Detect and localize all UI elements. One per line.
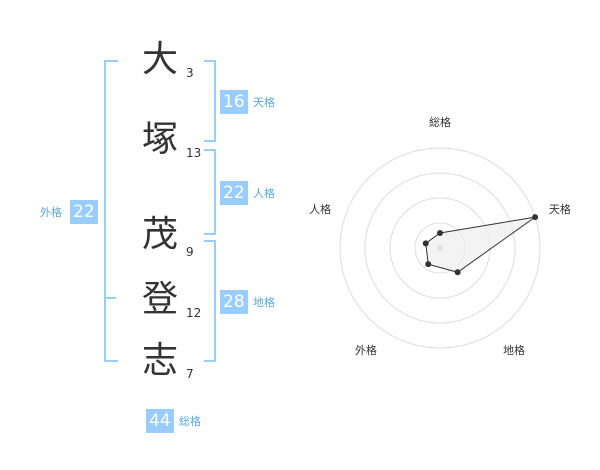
radar-axis-label-2: 地格 [503, 343, 525, 357]
soukaku-label: 総格 [179, 415, 201, 428]
radar-point-4 [422, 240, 429, 247]
name-char-5: 志 [142, 340, 179, 381]
radar-series-area [425, 216, 536, 273]
radar-point-3 [425, 261, 432, 268]
chikaku-value: 28 [220, 290, 248, 314]
chikaku-bracket [204, 240, 216, 362]
radar-axis-label-3: 外格 [355, 343, 377, 357]
name-char-2: 塚 [142, 119, 179, 160]
gaikaku-bracket [104, 60, 118, 362]
gaikaku-value: 22 [70, 200, 98, 224]
name-char-4: 登 [142, 279, 179, 320]
radar-point-0 [437, 230, 443, 236]
stroke-count-1: 3 [186, 66, 194, 80]
chikaku-label: 地格 [253, 296, 275, 309]
radar-axis-label-0: 総格 [429, 115, 451, 129]
jinkaku-bracket [204, 149, 216, 235]
radar-ring-4 [339, 147, 541, 349]
stroke-count-4: 12 [186, 306, 202, 320]
gaikaku-bracket-tick [106, 297, 116, 299]
radar-point-1 [532, 214, 539, 221]
stroke-count-3: 9 [186, 245, 194, 259]
name-char-1: 大 [142, 39, 179, 80]
radar-ring-3 [364, 172, 516, 324]
soukaku-value: 44 [146, 409, 174, 433]
stroke-count-5: 7 [186, 367, 194, 381]
radar-axis-label-1: 天格 [549, 202, 571, 216]
stroke-count-2: 13 [186, 146, 202, 160]
name-char-3: 茂 [142, 214, 179, 255]
gaikaku-label: 外格 [40, 206, 62, 219]
tenkaku-bracket [204, 60, 216, 142]
tenkaku-label: 天格 [253, 96, 275, 109]
radar-axis-label-4: 人格 [309, 202, 331, 216]
jinkaku-label: 人格 [253, 187, 275, 200]
tenkaku-value: 16 [220, 90, 248, 114]
radar-point-2 [454, 269, 461, 276]
jinkaku-value: 22 [220, 181, 248, 205]
